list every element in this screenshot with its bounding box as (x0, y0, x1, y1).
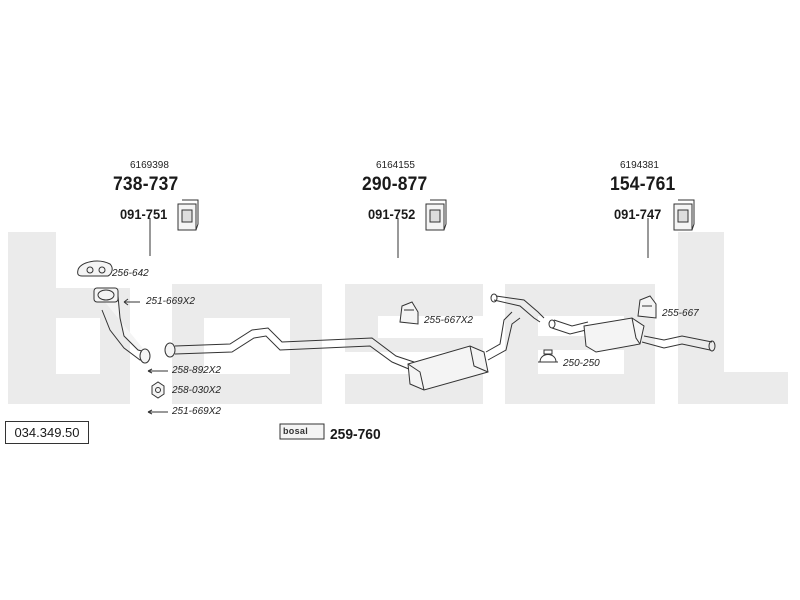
catalog-number: 034.349.50 (5, 421, 89, 444)
rear-silencer (548, 317, 716, 353)
ref-spring-bolt-bottom: 251-669X2 (172, 406, 221, 417)
mount-number-rear: 091-747 (614, 206, 662, 222)
mounting-bracket-icon (425, 199, 447, 231)
oe-number-front: 6169398 (130, 160, 169, 171)
mounting-bracket-icon (673, 199, 695, 231)
kit-code: 259-760 (330, 426, 381, 443)
oe-number-middle: 6164155 (376, 160, 415, 171)
front-downpipe (93, 287, 151, 364)
mounting-bracket-icon (177, 199, 199, 231)
ref-bolt: 258-892X2 (172, 365, 221, 376)
rubber-mount-mid-icon (399, 301, 419, 325)
part-number-front: 738-737 (113, 174, 179, 195)
ref-rubber-mount-mid: 255-667X2 (424, 315, 473, 326)
front-pipe (164, 327, 421, 373)
ref-nut: 258-030X2 (172, 385, 221, 396)
kit-badge-text: bosal (283, 426, 309, 436)
kit-badge-frame (279, 423, 325, 440)
middle-silencer (407, 293, 545, 391)
ref-rubber-mount-rear: 255-667 (662, 308, 699, 319)
part-number-middle: 290-877 (362, 174, 428, 195)
clamp-icon (538, 349, 558, 363)
rubber-mount-rear-icon (637, 295, 657, 319)
ref-clamp: 250-250 (563, 358, 600, 369)
gasket-icon (77, 260, 113, 277)
oe-number-rear: 6194381 (620, 160, 659, 171)
ref-spring-bolt-top: 251-669X2 (146, 296, 195, 307)
mount-number-middle: 091-752 (368, 206, 416, 222)
mount-number-front: 091-751 (120, 206, 168, 222)
ref-gasket: 256-642 (112, 268, 149, 279)
part-number-rear: 154-761 (610, 174, 676, 195)
nut-icon (151, 381, 165, 399)
